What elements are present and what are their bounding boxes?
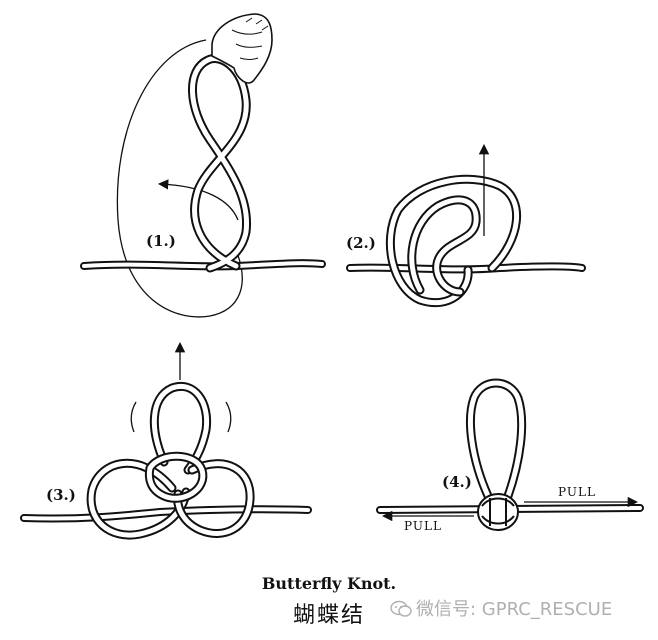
step-3-figure: [24, 344, 308, 535]
step-1-guide-loop: [117, 40, 242, 317]
step-4-figure: [380, 383, 640, 530]
step-1-figure: [84, 14, 322, 317]
step-2-label: (2.): [346, 234, 376, 252]
figure-title: Butterfly Knot.: [0, 574, 658, 593]
step-2-figure: [350, 146, 582, 303]
watermark-text: 微信号: GPRC_RESCUE: [416, 599, 612, 620]
hand-icon: [212, 14, 272, 83]
step-4-knot: [478, 494, 518, 530]
pull-left-label: PULL: [404, 519, 442, 533]
step-1-label: (1.): [146, 232, 176, 250]
wechat-watermark: 微信号: GPRC_RESCUE: [390, 595, 612, 621]
step-4-label: (4.): [442, 473, 472, 491]
step-3-label: (3.): [46, 486, 76, 504]
wechat-icon: [390, 600, 412, 618]
pull-right-label: PULL: [558, 485, 596, 499]
